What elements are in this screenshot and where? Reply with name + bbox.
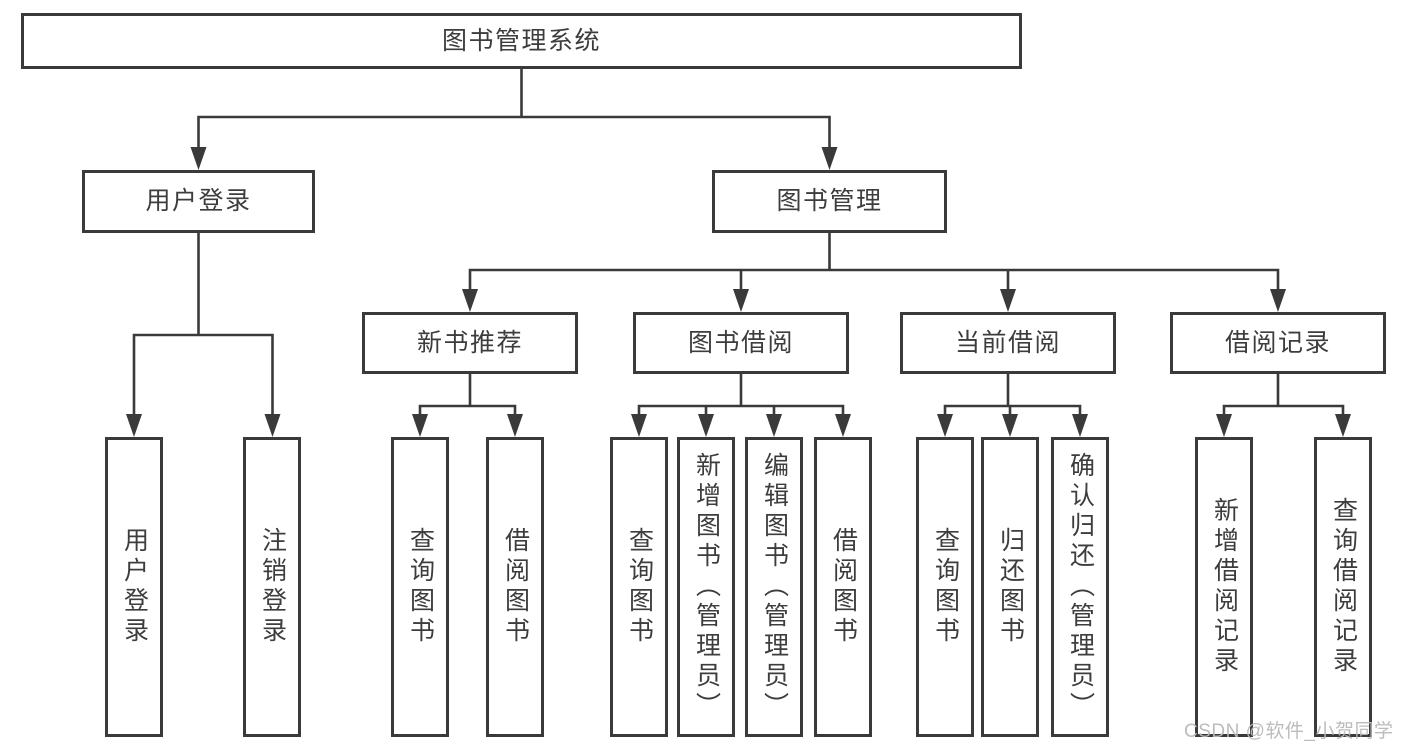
leaf-borrowing-edit-books-admin: 编辑图书（管理员） xyxy=(745,437,803,737)
node-book-management: 图书管理 xyxy=(712,170,947,233)
leaf-newbooks-borrow-books: 借阅图书 xyxy=(486,437,544,737)
node-root: 图书管理系统 xyxy=(21,13,1022,69)
leaf-records-add-record: 新增借阅记录 xyxy=(1195,437,1253,737)
leaf-user-login: 用户登录 xyxy=(105,437,163,737)
node-current-borrowing: 当前借阅 xyxy=(900,312,1116,374)
node-borrow-records: 借阅记录 xyxy=(1170,312,1386,374)
leaf-current-query-books: 查询图书 xyxy=(916,437,974,737)
leaf-newbooks-query-books: 查询图书 xyxy=(391,437,449,737)
leaf-borrowing-query-books: 查询图书 xyxy=(610,437,668,737)
leaf-borrowing-add-books-admin: 新增图书（管理员） xyxy=(677,437,735,737)
watermark: CSDN @软件_小贺同学 xyxy=(1184,721,1394,742)
node-book-borrowing: 图书借阅 xyxy=(633,312,849,374)
leaf-records-query-record: 查询借阅记录 xyxy=(1314,437,1372,737)
leaf-current-return-books: 归还图书 xyxy=(981,437,1039,737)
arrowheads xyxy=(126,147,1351,437)
leaf-borrowing-borrow-books: 借阅图书 xyxy=(814,437,872,737)
node-new-book-recommend: 新书推荐 xyxy=(362,312,578,374)
leaf-logout: 注销登录 xyxy=(243,437,301,737)
node-user-login: 用户登录 xyxy=(82,170,315,233)
leaf-current-confirm-return-admin: 确认归还（管理员） xyxy=(1051,437,1109,737)
